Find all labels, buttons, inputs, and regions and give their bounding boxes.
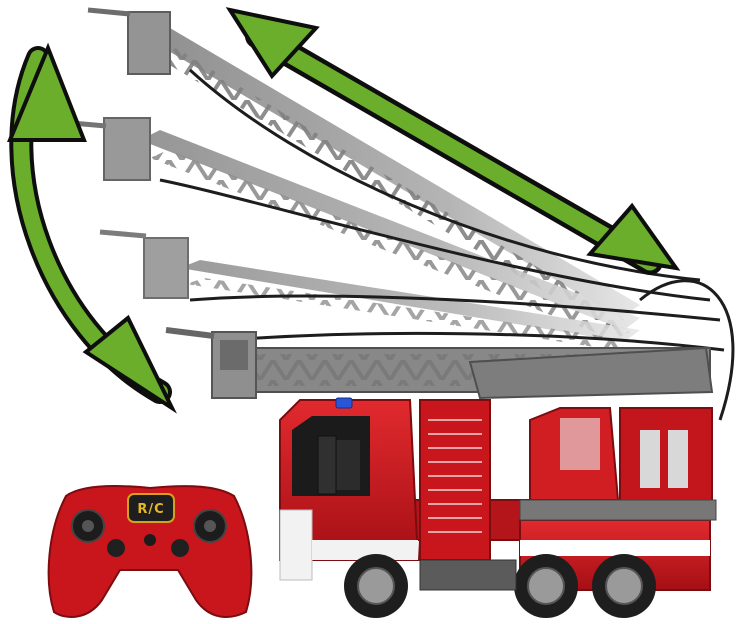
- ladder-ghost-1: [87, 7, 640, 332]
- nozzle-ghost-3: [99, 229, 147, 239]
- basket-ghost-1: [127, 11, 171, 75]
- front-bumper: [279, 509, 313, 581]
- remote-controller: R/C: [47, 485, 253, 618]
- rear-wheel-2: [592, 554, 656, 618]
- fire-truck: [279, 397, 717, 618]
- remote-button-right: [171, 539, 189, 557]
- beacon-light: [335, 397, 353, 409]
- front-wheel: [344, 554, 408, 618]
- turntable-housing: [619, 407, 713, 505]
- ladder-ghosts: [59, 7, 640, 350]
- main-ladder: [165, 327, 714, 400]
- elevation-arrow-icon: [225, 7, 681, 275]
- remote-button-left: [107, 539, 125, 557]
- basket-window: [220, 340, 248, 370]
- nozzle-ghost-1: [87, 7, 131, 17]
- rear-wheel-1: [514, 554, 578, 618]
- step-panel: [419, 559, 517, 591]
- side-mirror: [317, 435, 337, 495]
- remote-button-center: [144, 534, 156, 546]
- remote-logo-badge: [127, 493, 175, 523]
- compartment-louvers: [428, 419, 482, 533]
- basket-ghost-2: [103, 117, 151, 181]
- basket-ghost-3: [143, 237, 189, 299]
- ladder-ghost-2: [59, 117, 640, 340]
- rotation-arrow-icon: [7, 42, 177, 414]
- water-hoses: [159, 68, 735, 421]
- side-compartment: [419, 399, 491, 561]
- water-nozzle: [165, 327, 215, 339]
- remote-logo-text: R/C: [137, 502, 164, 517]
